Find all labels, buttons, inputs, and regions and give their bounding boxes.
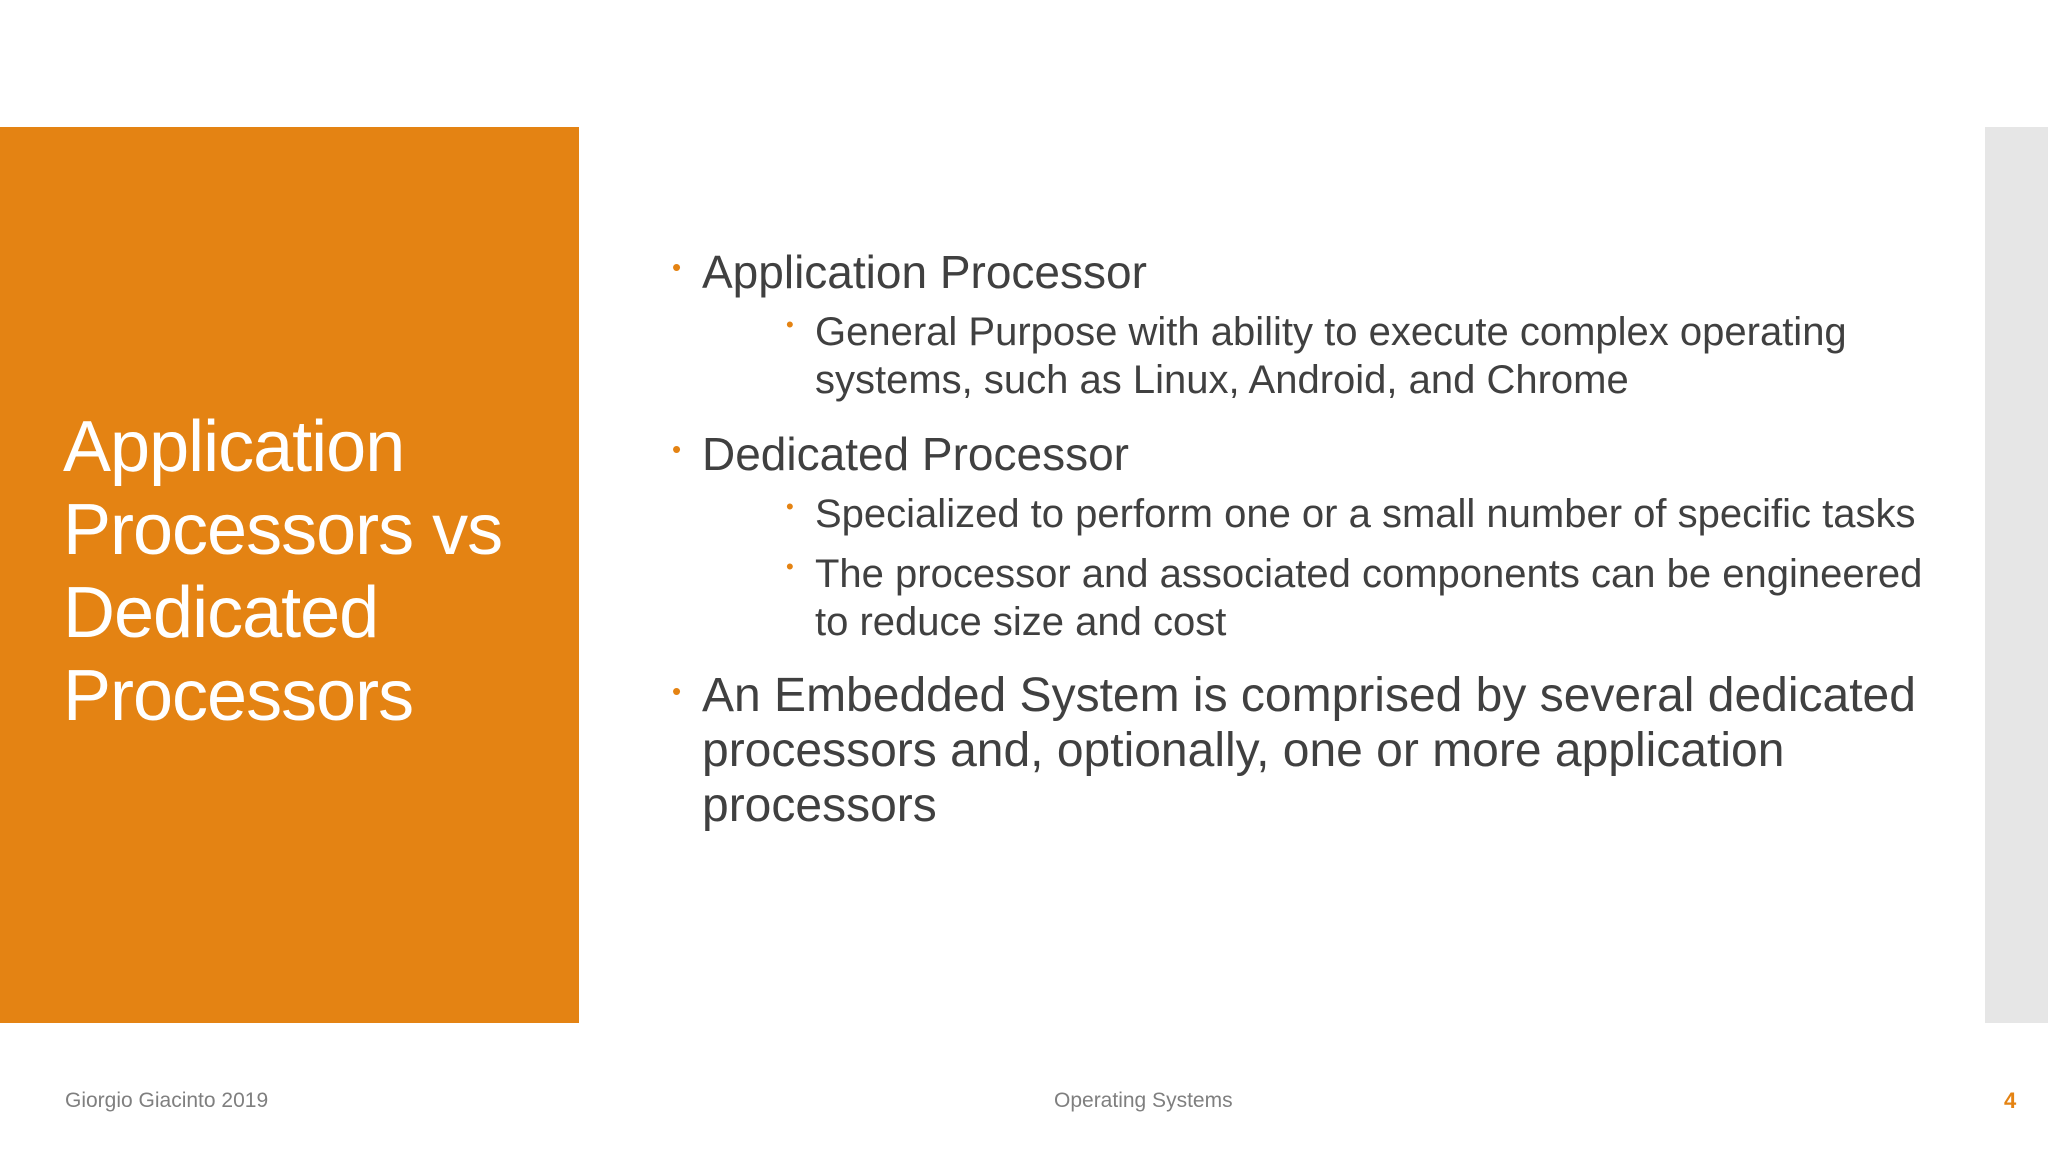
bullet-text: Application Processor	[702, 246, 1147, 298]
footer-author: Giorgio Giacinto 2019	[65, 1089, 269, 1112]
bullet-dot-icon: •	[786, 312, 794, 337]
title-panel	[0, 127, 579, 1023]
sub-bullet-text: General Purpose with ability to execute …	[815, 310, 1847, 402]
sub-bullet-item: • Specialized to perform one or a small …	[786, 490, 1962, 538]
bullet-item-embedded-system: • An Embedded System is comprised by sev…	[672, 668, 1962, 833]
slide-number: 4	[2004, 1088, 2017, 1113]
bullet-dot-icon: •	[786, 494, 794, 519]
bullet-item-dedicated-processor: • Dedicated Processor • Specialized to p…	[672, 426, 1962, 646]
bullet-dot-icon: •	[672, 676, 682, 706]
bullet-list: • Application Processor • General Purpos…	[672, 244, 1962, 833]
bullet-dot-icon: •	[672, 434, 682, 464]
footer-course: Operating Systems	[1054, 1089, 1233, 1112]
sub-bullet-item: • The processor and associated component…	[786, 550, 1962, 646]
bullet-dot-icon: •	[786, 554, 794, 579]
sub-bullet-text: The processor and associated components …	[815, 552, 1923, 644]
slide-content: • Application Processor • General Purpos…	[672, 244, 1962, 833]
bullet-item-application-processor: • Application Processor • General Purpos…	[672, 244, 1962, 404]
slide-title: Application Processors vs Dedicated Proc…	[63, 407, 503, 736]
bullet-text: An Embedded System is comprised by sever…	[702, 669, 1916, 832]
sub-bullet-list: • Specialized to perform one or a small …	[702, 490, 1962, 646]
bullet-dot-icon: •	[672, 252, 682, 282]
right-side-strip	[1985, 127, 2048, 1023]
bullet-text: Dedicated Processor	[702, 428, 1129, 480]
sub-bullet-list: • General Purpose with ability to execut…	[702, 308, 1962, 404]
sub-bullet-item: • General Purpose with ability to execut…	[786, 308, 1962, 404]
sub-bullet-text: Specialized to perform one or a small nu…	[815, 492, 1916, 536]
